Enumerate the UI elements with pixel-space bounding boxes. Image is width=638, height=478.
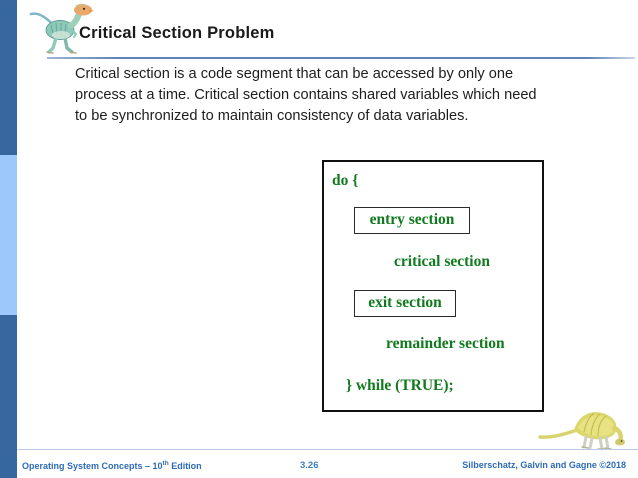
critical-section-code-box: do { entry section critical section exit…	[322, 160, 544, 412]
dinosaur-sauropod-icon	[538, 412, 625, 451]
sidebar-accent-top	[0, 0, 17, 155]
title-divider	[47, 57, 635, 59]
body-paragraph: Critical section is a code segment that …	[75, 66, 537, 124]
footer-copyright: Silberschatz, Galvin and Gagne ©2018	[462, 460, 626, 470]
code-line-do: do {	[332, 172, 359, 189]
slide-page-number: 3.26	[300, 460, 319, 471]
code-line-while: } while (TRUE);	[346, 377, 454, 394]
entry-section-box: entry section	[354, 207, 470, 234]
code-line-critical-section: critical section	[394, 253, 490, 270]
exit-section-box: exit section	[354, 290, 456, 317]
footer-edition-tail: Edition	[168, 461, 202, 471]
slide-header: Critical Section Problem	[17, 0, 638, 60]
page-title: Critical Section Problem	[79, 24, 275, 42]
footer-divider	[17, 449, 638, 450]
footer-edition-superscript: th	[162, 460, 169, 467]
sidebar-accent-bottom	[0, 315, 17, 478]
code-line-remainder-section: remainder section	[386, 335, 505, 352]
sidebar-accent-middle	[0, 155, 17, 315]
footer-edition-main: Operating System Concepts – 10	[22, 461, 163, 471]
footer-left-text: Operating System Concepts – 10th Edition	[22, 460, 202, 471]
dinosaur-theropod-icon	[29, 3, 94, 54]
